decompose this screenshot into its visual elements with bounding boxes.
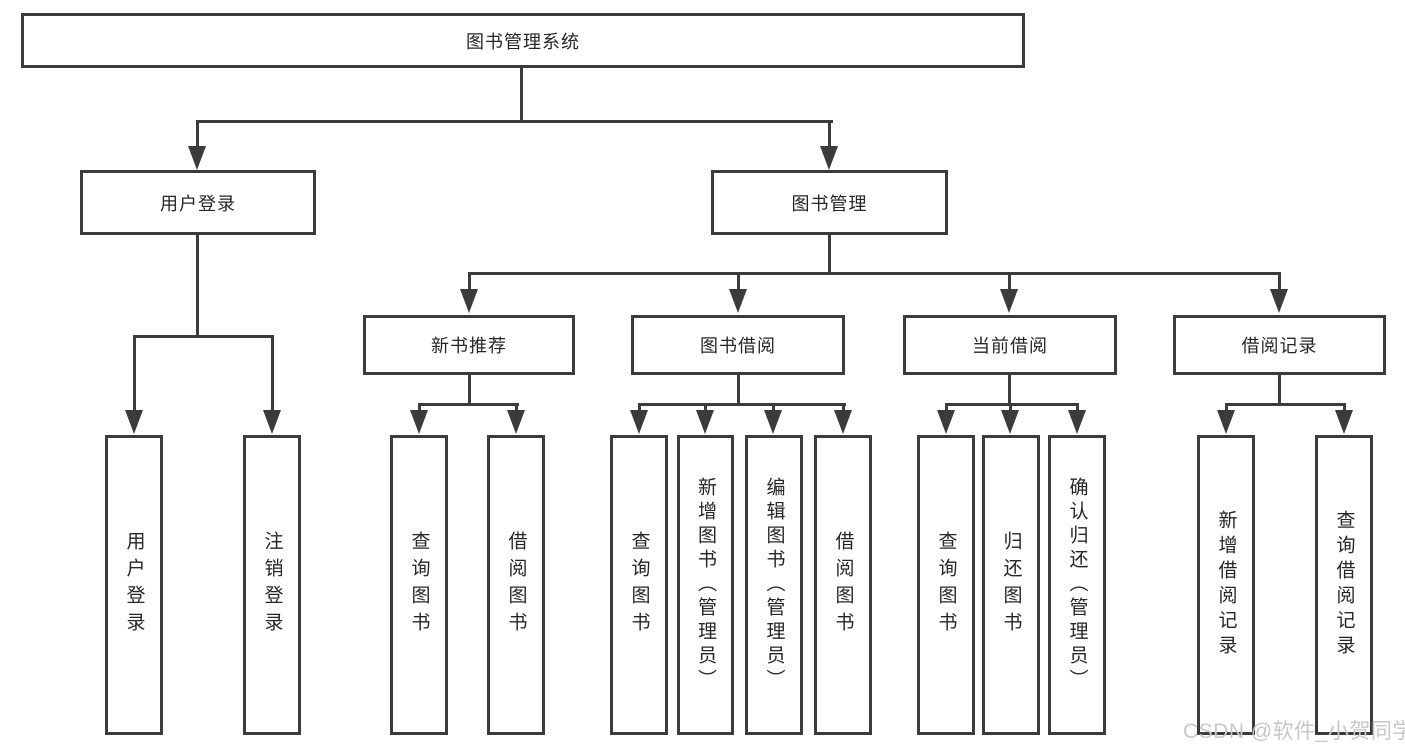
arrowhead-down [410, 410, 428, 434]
node-label: 查询图书 [628, 531, 650, 639]
node-book-management: 图书管理 [711, 170, 948, 235]
node-leaf-query-borrow-record: 查询借阅记录 [1315, 435, 1373, 735]
connector-vline [271, 335, 274, 413]
node-leaf-add-borrow-record: 新增借阅记录 [1197, 435, 1255, 735]
connector-vline [196, 120, 199, 152]
connector-vline [468, 272, 471, 292]
connector-vline [1076, 403, 1079, 413]
node-leaf-query-books-recommend: 查询图书 [390, 435, 448, 735]
connector-vline [828, 120, 831, 152]
arrowhead-down [507, 410, 525, 434]
arrowhead-down [729, 289, 747, 313]
connector-vline [828, 235, 831, 275]
node-label: 查询借阅记录 [1333, 510, 1355, 660]
connector-hline [638, 403, 846, 406]
node-label: 确认归还（管理员） [1066, 477, 1088, 693]
node-label: 借阅记录 [1241, 336, 1318, 356]
connector-hline [418, 403, 519, 406]
connector-hline [133, 335, 274, 338]
node-root-library-system: 图书管理系统 [21, 13, 1025, 68]
node-leaf-edit-books-admin: 编辑图书（管理员） [745, 435, 803, 735]
connector-hline [468, 272, 1281, 275]
node-book-borrowing: 图书借阅 [631, 315, 845, 375]
connector-vline [1009, 403, 1012, 413]
connector-vline [515, 403, 518, 413]
node-label: 新增借阅记录 [1215, 510, 1237, 660]
connector-vline [704, 403, 707, 413]
node-leaf-borrow-books: 借阅图书 [814, 435, 872, 735]
connector-vline [468, 375, 471, 406]
node-label: 用户登录 [160, 193, 236, 214]
node-leaf-borrow-books-recommend: 借阅图书 [487, 435, 545, 735]
arrowhead-down [1217, 410, 1235, 434]
arrowhead-down [125, 410, 143, 434]
connector-vline [520, 68, 523, 122]
node-leaf-query-books-borrowing: 查询图书 [610, 435, 668, 735]
arrowhead-down [263, 410, 281, 434]
arrowhead-down [820, 146, 838, 170]
connector-vline [133, 335, 136, 413]
node-label: 注销登录 [261, 531, 283, 639]
node-borrow-records: 借阅记录 [1173, 315, 1386, 375]
node-label: 当前借阅 [972, 336, 1048, 356]
node-leaf-query-books-current: 查询图书 [917, 435, 975, 735]
connector-vline [1278, 375, 1281, 406]
arrowhead-down [1068, 410, 1086, 434]
node-leaf-add-books-admin: 新增图书（管理员） [677, 435, 734, 735]
arrowhead-down [834, 410, 852, 434]
arrowhead-down [188, 146, 206, 170]
connector-vline [1008, 272, 1011, 292]
connector-vline [842, 403, 845, 413]
csdn-watermark: CSDN @软件_小贺同学 [1183, 720, 1405, 743]
connector-vline [196, 235, 199, 338]
node-label: 新增图书（管理员） [695, 477, 716, 693]
connector-hline [945, 403, 1079, 406]
node-label: 新书推荐 [431, 336, 507, 356]
node-label: 图书管理 [791, 193, 868, 214]
connector-hline [196, 120, 833, 123]
arrowhead-down [460, 289, 478, 313]
arrowhead-down [1335, 410, 1353, 434]
node-label: 编辑图书（管理员） [763, 477, 785, 693]
arrowhead-down [937, 410, 955, 434]
node-label: 用户登录 [123, 531, 145, 639]
connector-vline [1008, 375, 1011, 406]
arrowhead-down [696, 410, 714, 434]
node-user-login: 用户登录 [80, 170, 316, 235]
connector-vline [1343, 403, 1346, 413]
connector-vline [638, 403, 641, 413]
arrowhead-down [1001, 410, 1019, 434]
node-leaf-logout: 注销登录 [243, 435, 301, 735]
arrowhead-down [1270, 289, 1288, 313]
node-label: 归还图书 [1000, 531, 1022, 639]
node-current-borrowing: 当前借阅 [903, 315, 1117, 375]
connector-vline [1225, 403, 1228, 413]
connector-vline [737, 272, 740, 292]
connector-hline [1225, 403, 1346, 406]
node-label: 图书借阅 [700, 336, 776, 356]
connector-vline [737, 375, 740, 406]
node-label: 借阅图书 [505, 531, 527, 639]
arrowhead-down [1000, 289, 1018, 313]
node-new-book-recommend: 新书推荐 [363, 315, 575, 375]
node-leaf-return-books: 归还图书 [982, 435, 1040, 735]
node-leaf-confirm-return-admin: 确认归还（管理员） [1048, 435, 1106, 735]
node-label: 查询图书 [935, 531, 957, 639]
connector-vline [418, 403, 421, 413]
node-label: 借阅图书 [832, 531, 854, 639]
connector-vline [772, 403, 775, 413]
node-leaf-user-login: 用户登录 [105, 435, 163, 735]
arrowhead-down [630, 410, 648, 434]
connector-vline [1278, 272, 1281, 292]
node-label: 查询图书 [408, 531, 430, 639]
arrowhead-down [764, 410, 782, 434]
node-label: 图书管理系统 [466, 31, 580, 52]
connector-vline [945, 403, 948, 413]
